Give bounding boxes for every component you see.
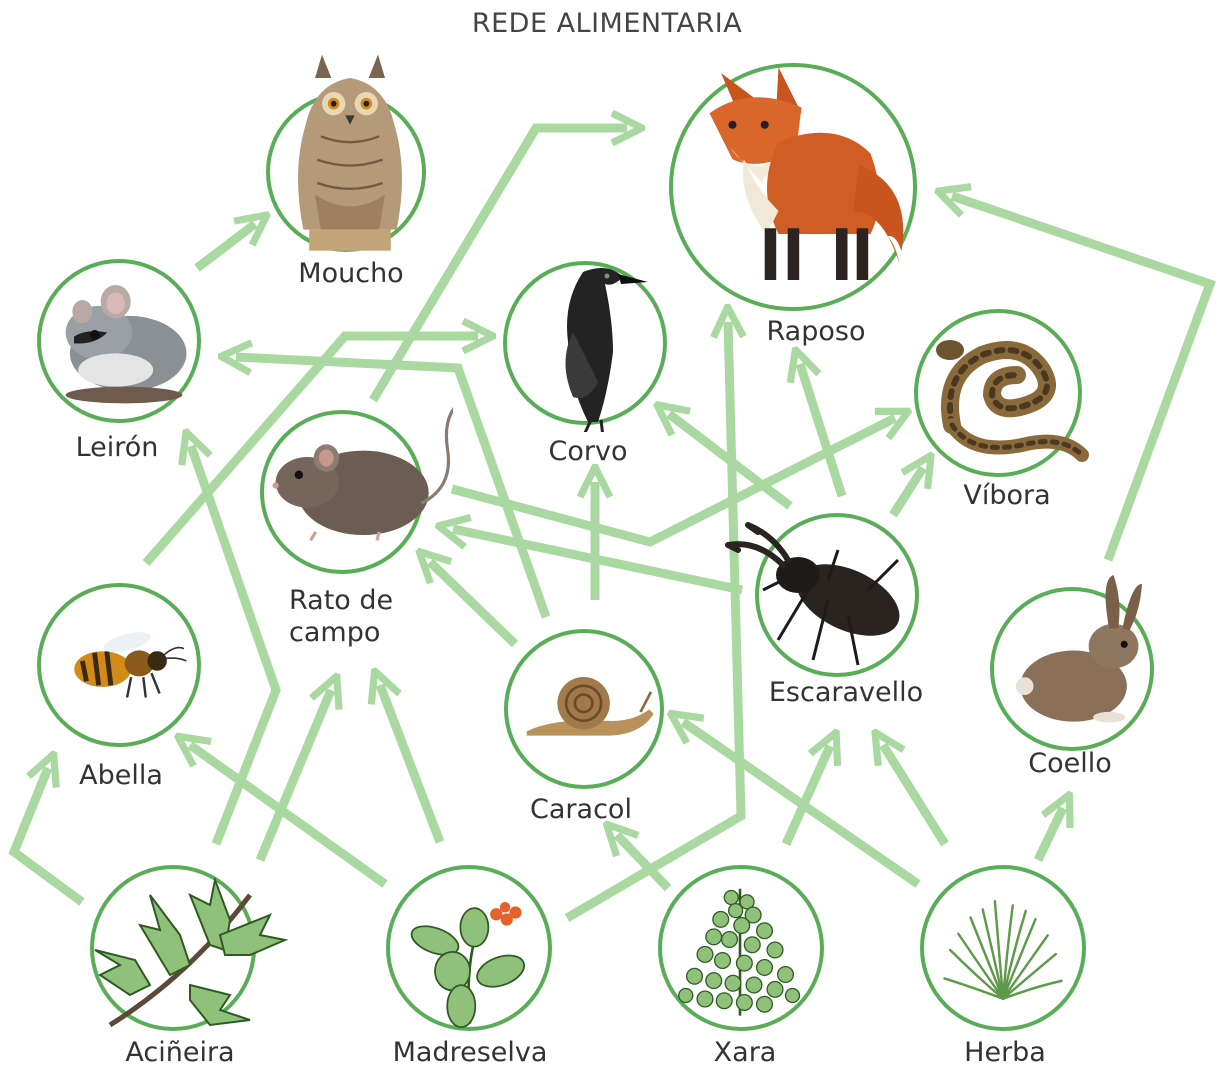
label-rato-de-campo: Rato de campo — [289, 585, 393, 650]
organism-corvo — [505, 263, 665, 437]
organism-madreselva — [388, 867, 550, 1029]
label-vibora: Víbora — [963, 480, 1050, 512]
label-escaravello: Escaravello — [769, 677, 923, 709]
arrow-herba-to-escaravello — [883, 745, 945, 844]
label-leiron: Leirón — [76, 432, 159, 464]
organism-xara — [660, 867, 822, 1029]
arrow-madreselva-to-rato — [380, 685, 440, 842]
organism-acineira — [92, 867, 285, 1029]
arrow-caracol-to-rato — [430, 562, 515, 644]
owl-icon — [298, 55, 402, 251]
arrow-leiron-to-moucho — [197, 224, 255, 268]
label-madreselva: Madreselva — [393, 1037, 548, 1069]
organism-coello — [992, 575, 1152, 749]
label-moucho: Moucho — [298, 258, 403, 290]
organism-leiron — [39, 261, 199, 421]
label-acineira: Aciñeira — [125, 1037, 234, 1069]
label-raposo: Raposo — [767, 316, 866, 348]
organism-moucho — [268, 55, 424, 251]
organism-vibora — [916, 311, 1082, 475]
arrow-herba-to-coello — [1038, 808, 1063, 860]
label-xara: Xara — [714, 1037, 777, 1069]
label-corvo: Corvo — [549, 436, 628, 468]
organism-caracol — [506, 631, 662, 787]
arrow-acineira-to-abella — [14, 768, 82, 902]
arrow-madreselva-to-abella — [190, 745, 385, 884]
label-coello: Coello — [1028, 748, 1112, 780]
arrow-escaravello-to-vibora — [893, 468, 923, 515]
arrow-escaravello-to-raposo — [800, 364, 842, 496]
organism-raposo — [671, 65, 915, 309]
organism-abella — [39, 585, 199, 745]
organism-circle-herba — [922, 867, 1084, 1029]
organism-herba — [922, 867, 1084, 1029]
label-herba: Herba — [964, 1037, 1046, 1069]
organism-escaravello — [728, 515, 917, 675]
organism-rato — [262, 403, 458, 572]
label-abella: Abella — [79, 760, 163, 792]
label-caracol: Caracol — [530, 794, 632, 826]
